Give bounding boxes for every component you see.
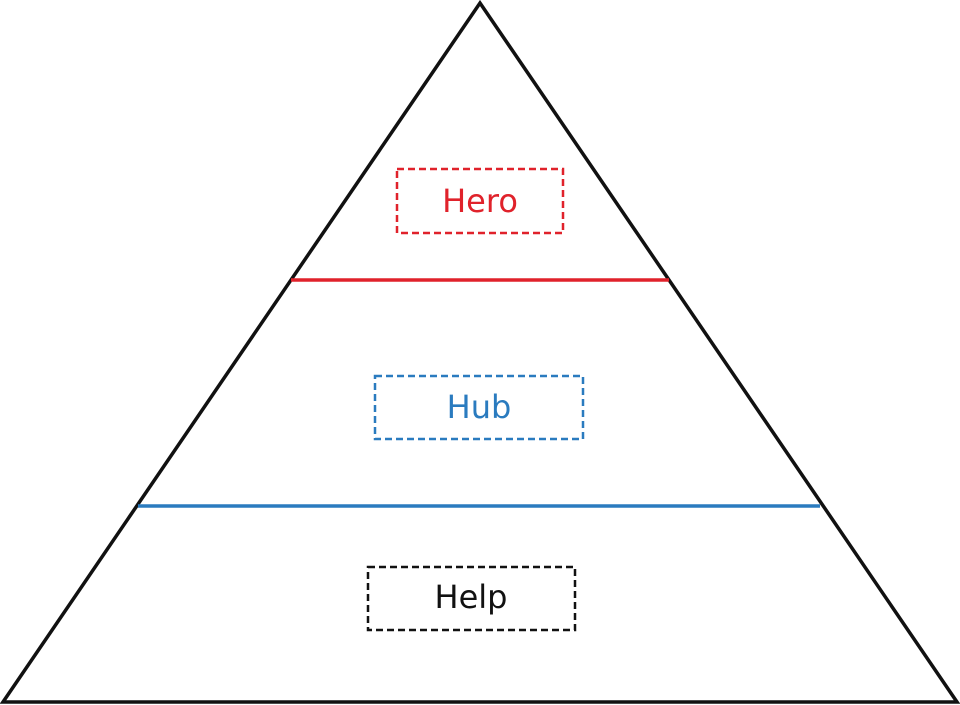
- hero-tier-box: [395, 167, 565, 235]
- hub-tier-box: [373, 374, 585, 441]
- hero-tier-label: Hero: [442, 182, 518, 220]
- hub-tier-label: Hub: [447, 388, 512, 426]
- help-tier-label: Help: [435, 578, 508, 616]
- help-tier-box: [366, 565, 577, 632]
